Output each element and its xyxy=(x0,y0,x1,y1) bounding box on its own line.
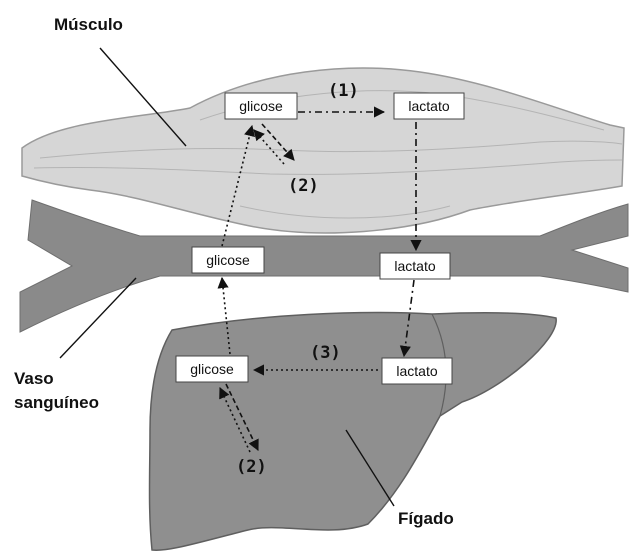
muscle-illustration xyxy=(22,68,624,233)
box-blood-lactate: lactato xyxy=(380,253,450,279)
step-label-3: (3) xyxy=(310,343,341,363)
liver-body xyxy=(150,313,557,551)
box-muscle-lactate-text: lactato xyxy=(408,98,449,114)
box-liver-glucose-text: glicose xyxy=(190,361,234,377)
box-blood-glucose-text: glicose xyxy=(206,252,250,268)
step-label-2-liver: (2) xyxy=(236,457,267,477)
label-vessel-line1: Vaso xyxy=(14,369,54,388)
box-muscle-lactate: lactato xyxy=(394,93,464,119)
box-muscle-glucose: glicose xyxy=(225,93,297,119)
label-liver: Fígado xyxy=(398,509,454,528)
label-vessel-line2: sanguíneo xyxy=(14,393,99,412)
step-label-2-muscle: (2) xyxy=(288,176,319,196)
box-liver-lactate-text: lactato xyxy=(396,363,437,379)
step-label-1: (1) xyxy=(328,81,359,101)
box-blood-glucose: glicose xyxy=(192,247,264,273)
box-liver-glucose: glicose xyxy=(176,356,248,382)
box-muscle-glucose-text: glicose xyxy=(239,98,283,114)
box-blood-lactate-text: lactato xyxy=(394,258,435,274)
label-muscle: Músculo xyxy=(54,15,123,34)
liver-illustration xyxy=(150,313,557,551)
box-liver-lactate: lactato xyxy=(382,358,452,384)
muscle-body xyxy=(22,68,624,233)
